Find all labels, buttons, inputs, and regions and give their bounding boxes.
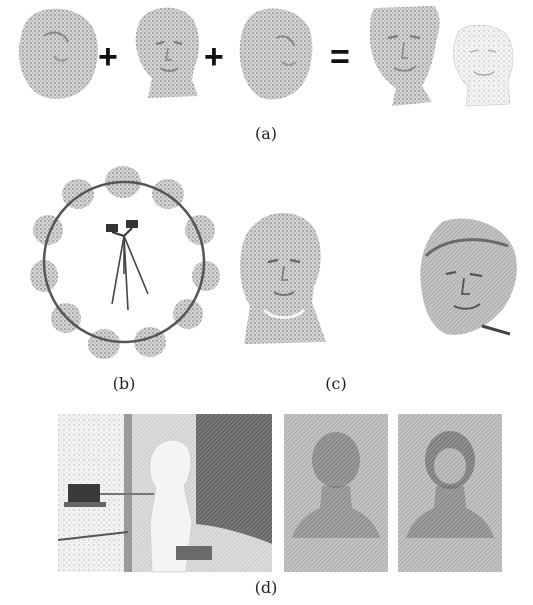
partial-scan-right-image xyxy=(232,4,316,108)
reconstructed-head-model-image xyxy=(412,216,522,340)
caption-c: (c) xyxy=(316,374,356,393)
merged-mesh-image xyxy=(448,20,520,112)
capture-setup-photo xyxy=(58,414,272,572)
merged-scan-image xyxy=(362,2,446,110)
panel-c: (c) xyxy=(236,160,533,400)
plus-operator: + xyxy=(204,40,224,74)
plus-operator: + xyxy=(98,40,118,74)
scanner-rig-image xyxy=(28,164,218,364)
panel-b: (b) xyxy=(0,160,240,400)
caption-a: (a) xyxy=(246,124,286,143)
equals-operator: = xyxy=(330,40,350,74)
head-photo-front xyxy=(284,414,388,572)
caption-d: (d) xyxy=(246,578,286,597)
partial-scan-front-image xyxy=(128,4,208,106)
caption-b: (b) xyxy=(104,374,144,393)
panel-a: + + = (a) xyxy=(0,0,533,160)
head-photo-side xyxy=(398,414,502,572)
partial-scan-left-image xyxy=(14,6,100,106)
panel-d: (d) xyxy=(0,400,533,605)
scanned-head-pointcloud-image xyxy=(238,210,334,350)
